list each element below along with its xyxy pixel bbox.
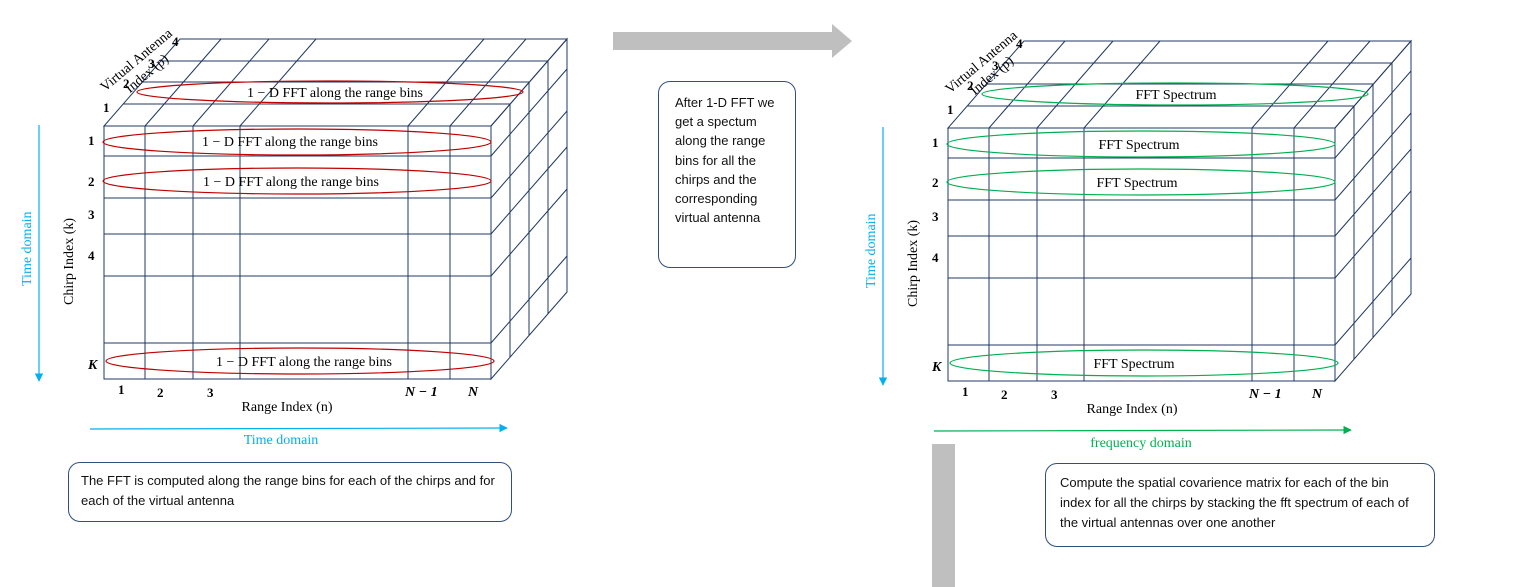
right-range-tick-1: 1 [962, 384, 969, 399]
left-fft-label-top: 1 − D FFT along the range bins [247, 86, 423, 101]
right-range-tick-n1: N − 1 [1248, 387, 1282, 402]
right-horizontal-frequency-label: frequency domain [1090, 436, 1191, 451]
right-fft-label-top: FFT Spectrum [1135, 88, 1216, 103]
right-fft-ellipse-2 [946, 168, 1336, 196]
right-antenna-tick-3: 3 [992, 58, 999, 73]
left-fft-ellipse-k [105, 347, 495, 375]
left-chirp-tick-k: K [87, 358, 99, 373]
right-range-axis-label: Range Index (n) [1087, 402, 1178, 417]
right-antenna-tick-1: 1 [947, 102, 954, 117]
right-fft-ellipse-top [981, 82, 1369, 106]
right-note-text: Compute the spatial covarience matrix fo… [1060, 475, 1409, 530]
right-chirp-tick-1: 1 [932, 135, 939, 150]
left-antenna-tick-1: 1 [103, 100, 110, 115]
left-range-tick-2: 2 [157, 385, 164, 400]
left-range-axis-label: Range Index (n) [242, 400, 333, 415]
right-range-tick-n: N [1311, 387, 1323, 402]
left-note-text: The FFT is computed along the range bins… [81, 473, 495, 508]
left-fft-label-1: 1 − D FFT along the range bins [202, 135, 378, 150]
right-vertical-time-label: Time domain [864, 213, 879, 288]
left-note-box: The FFT is computed along the range bins… [68, 462, 512, 522]
right-fft-label-k: FFT Spectrum [1093, 357, 1174, 372]
left-chirp-tick-4: 4 [88, 248, 95, 263]
left-range-tick-1: 1 [118, 382, 125, 397]
right-chirp-axis-label: Chirp Index (k) [906, 220, 921, 307]
right-antenna-tick-4: 4 [1016, 36, 1023, 51]
left-chirp-axis-label: Chirp Index (k) [62, 218, 77, 305]
left-fft-label-k: 1 − D FFT along the range bins [216, 355, 392, 370]
process-arrow [613, 24, 852, 58]
right-chirp-tick-2: 2 [932, 175, 939, 190]
right-chirp-tick-4: 4 [932, 250, 939, 265]
left-antenna-tick-4: 4 [172, 34, 179, 49]
right-fft-label-1: FFT Spectrum [1098, 138, 1179, 153]
right-range-tick-2: 2 [1001, 387, 1008, 402]
gray-connector-bar [932, 444, 955, 587]
left-antenna-tick-3: 3 [148, 56, 155, 71]
left-antenna-tick-2: 2 [123, 76, 130, 91]
right-data-cube: FFT Spectrum FFT Spectrum FFT Spectrum F… [864, 28, 1413, 451]
right-fft-ellipse-k [949, 349, 1339, 377]
left-range-tick-n1: N − 1 [404, 385, 438, 400]
left-chirp-tick-3: 3 [88, 207, 95, 222]
left-chirp-tick-1: 1 [88, 133, 95, 148]
right-antenna-tick-2: 2 [967, 78, 974, 93]
left-data-cube: 1 − D FFT along the range bins 1 − D FFT… [20, 26, 569, 448]
right-fft-label-2: FFT Spectrum [1096, 176, 1177, 191]
left-chirp-tick-2: 2 [88, 174, 95, 189]
right-fft-ellipse-1 [946, 130, 1336, 158]
left-horizontal-time-arrow [89, 423, 508, 433]
right-chirp-tick-3: 3 [932, 209, 939, 224]
left-horizontal-time-label: Time domain [244, 433, 319, 448]
middle-note-text: After 1-D FFT we get a spectum along the… [675, 95, 775, 226]
left-range-tick-n: N [467, 385, 479, 400]
right-cube-grid [946, 39, 1413, 383]
left-range-tick-3: 3 [207, 385, 214, 400]
right-horizontal-frequency-arrow [933, 425, 1352, 435]
left-fft-ellipse-2 [102, 167, 492, 195]
left-fft-ellipse-top [136, 80, 524, 104]
left-fft-label-2: 1 − D FFT along the range bins [203, 175, 379, 190]
right-range-tick-3: 3 [1051, 387, 1058, 402]
left-fft-ellipse-1 [102, 128, 492, 156]
left-vertical-time-label: Time domain [20, 211, 35, 286]
right-chirp-tick-k: K [931, 360, 943, 375]
right-note-box: Compute the spatial covarience matrix fo… [1045, 463, 1435, 547]
middle-note-box: After 1-D FFT we get a spectum along the… [658, 81, 796, 268]
